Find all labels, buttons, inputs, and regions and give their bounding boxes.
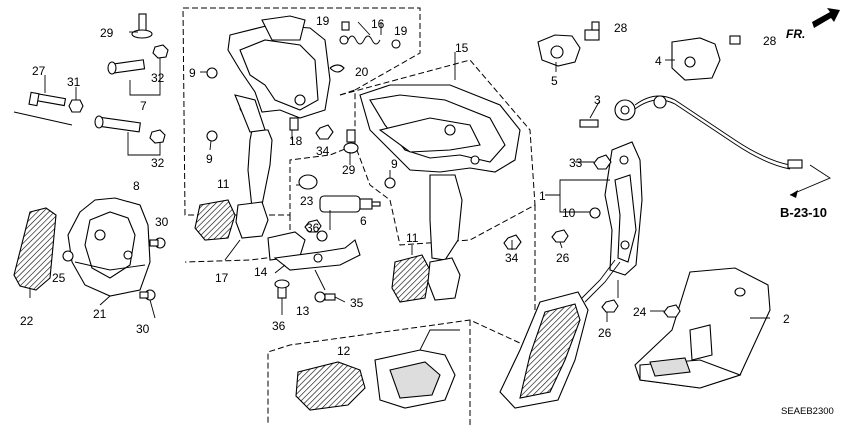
label-12: 12: [337, 344, 351, 358]
label-20: 20: [355, 65, 369, 79]
label-17: 17: [215, 271, 229, 285]
label-32-lower: 32: [151, 156, 165, 170]
left-fasteners: [13, 13, 169, 156]
label-9-right: 9: [391, 157, 398, 171]
accelerator-pad-22: [13, 207, 57, 291]
label-8: 8: [133, 179, 140, 193]
label-36-upper: 36: [306, 221, 320, 235]
label-19-right: 19: [394, 24, 408, 38]
console-cover-2: [634, 267, 771, 389]
label-18: 18: [289, 134, 303, 148]
label-29-center: 29: [342, 163, 356, 177]
label-36-lower: 36: [272, 319, 286, 333]
label-4: 4: [655, 54, 662, 68]
label-34-right: 34: [505, 251, 519, 265]
accelerator-pedal-1: [499, 141, 643, 409]
label-19-left: 19: [316, 14, 330, 28]
label-9-mid: 9: [206, 152, 213, 166]
label-7: 7: [140, 99, 147, 113]
label-28-right: 28: [763, 34, 777, 48]
leader-lines: [29, 21, 770, 322]
label-14: 14: [254, 265, 268, 279]
pedal-bracket-21: [62, 197, 166, 301]
small-parts-center: [289, 117, 396, 233]
label-1: 1: [539, 189, 546, 203]
label-6: 6: [360, 214, 367, 228]
label-32-upper: 32: [151, 71, 165, 85]
diagram-code: SEAEB2300: [781, 406, 834, 417]
clutch-pedal-bracket: [359, 84, 522, 303]
label-16: 16: [371, 17, 385, 31]
callout-labels: 1 2 3 4 5 6 7 8 9 9 9 10 11 11 12 13 14 …: [20, 14, 790, 358]
label-26-upper: 26: [556, 251, 570, 265]
label-9-top: 9: [189, 66, 196, 80]
label-29-top: 29: [100, 26, 114, 40]
label-30-lower: 30: [136, 322, 150, 336]
section-reference: B-23-10: [780, 205, 827, 220]
direction-label: FR.: [786, 27, 805, 41]
label-35: 35: [350, 296, 364, 310]
label-3: 3: [594, 93, 601, 107]
label-23: 23: [300, 194, 314, 208]
label-11-lower: 11: [406, 231, 419, 245]
label-15: 15: [455, 41, 469, 55]
label-34-left: 34: [316, 144, 330, 158]
label-33: 33: [569, 156, 583, 170]
label-22: 22: [20, 314, 34, 328]
label-30-upper: 30: [155, 215, 169, 229]
front-direction-arrow: FR.: [786, 8, 840, 41]
label-31: 31: [67, 75, 81, 89]
brake-pedal-bracket: [194, 15, 401, 241]
sensor-bracket: [267, 230, 361, 303]
pedal-pads-12: [295, 329, 460, 411]
label-28-left: 28: [614, 21, 628, 35]
label-21: 21: [93, 307, 107, 321]
label-5: 5: [551, 74, 558, 88]
label-11-upper: 11: [217, 177, 230, 191]
label-25: 25: [52, 271, 66, 285]
label-10: 10: [562, 206, 576, 220]
label-13: 13: [296, 304, 310, 318]
label-2: 2: [783, 312, 790, 326]
label-26-lower: 26: [598, 326, 612, 340]
top-right-parts: [537, 21, 831, 198]
label-27: 27: [32, 64, 46, 78]
label-24: 24: [633, 305, 647, 319]
